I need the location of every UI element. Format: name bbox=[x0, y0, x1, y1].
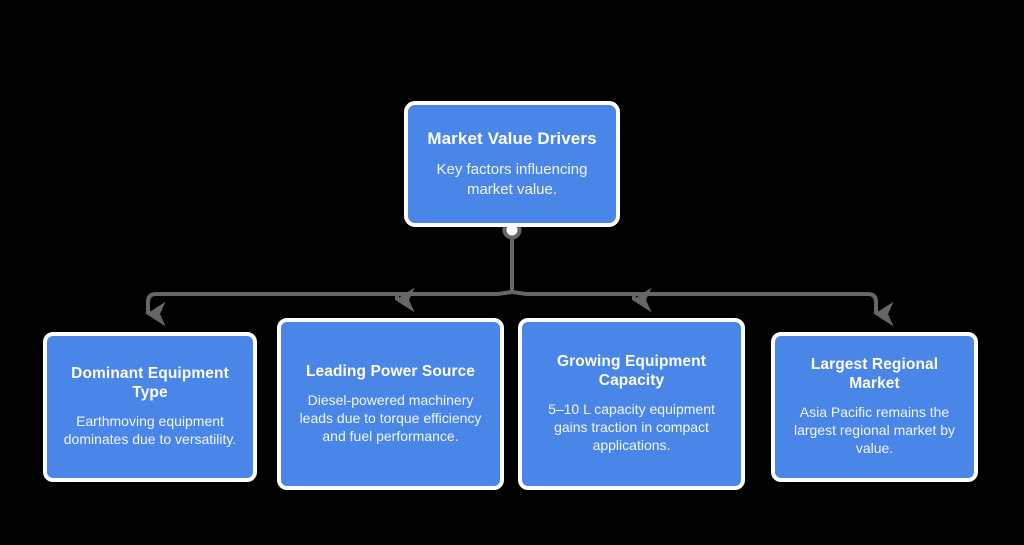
node-child-1-title: Leading Power Source bbox=[305, 362, 476, 380]
node-root[interactable]: Market Value Drivers Key factors influen… bbox=[404, 101, 620, 227]
node-largest-regional-market[interactable]: Largest Regional Market Asia Pacific rem… bbox=[771, 332, 978, 482]
node-child-2-title: Growing Equipment Capacity bbox=[557, 353, 706, 389]
node-child-2-description: 5–10 L capacity equipment gains traction… bbox=[548, 400, 715, 453]
connector-bus-right bbox=[511, 290, 894, 327]
node-child-0-title: Dominant Equipment Type bbox=[71, 365, 229, 401]
node-child-3-title: Largest Regional Market bbox=[810, 356, 939, 392]
connector-bus-left bbox=[146, 290, 513, 327]
node-root-description: Key factors influencing market value. bbox=[436, 161, 588, 198]
node-root-title: Market Value Drivers bbox=[427, 129, 597, 149]
node-leading-power-source[interactable]: Leading Power Source Diesel-powered mach… bbox=[277, 318, 504, 490]
node-child-1-description: Diesel-powered machinery leads due to to… bbox=[299, 391, 482, 444]
node-growing-equipment-capacity[interactable]: Growing Equipment Capacity 5–10 L capaci… bbox=[518, 318, 745, 490]
node-dominant-equipment-type[interactable]: Dominant Equipment Type Earthmoving equi… bbox=[43, 332, 257, 482]
node-child-3-description: Asia Pacific remains the largest regiona… bbox=[793, 403, 956, 456]
node-child-0-description: Earthmoving equipment dominates due to v… bbox=[63, 412, 237, 447]
